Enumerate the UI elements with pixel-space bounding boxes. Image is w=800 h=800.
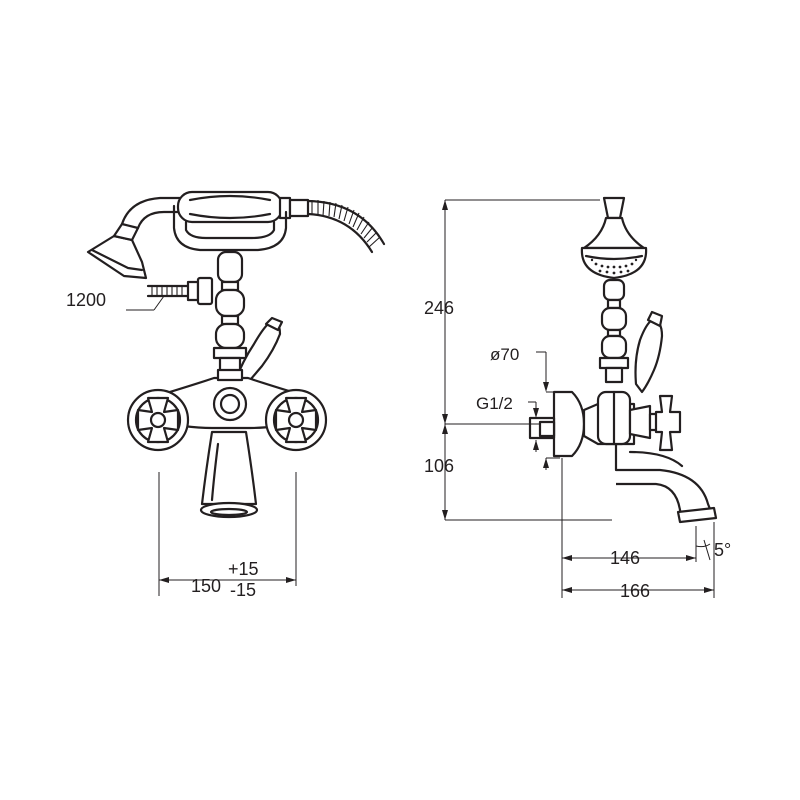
side-standpipe — [598, 278, 630, 384]
projection-dimensions — [561, 458, 715, 598]
handset — [176, 190, 310, 224]
spacing-tol-plus-label: +15 — [228, 559, 259, 579]
side-body — [528, 390, 652, 458]
right-cross-handle — [264, 388, 328, 452]
height-total-label: 246 — [424, 298, 454, 318]
side-lever — [634, 310, 664, 394]
hose-length-label: 1200 — [66, 290, 106, 310]
side-view: 246 106 ø70 G1/2 — [424, 196, 731, 601]
diverter-lever — [232, 316, 284, 392]
spacing-nominal-label: 150 — [191, 576, 221, 596]
side-spout — [614, 444, 718, 524]
thread-label: G1/2 — [476, 394, 513, 413]
cradle — [172, 204, 288, 252]
spout-angle-label: 5° — [714, 540, 731, 560]
flange-diameter-label: ø70 — [490, 345, 519, 364]
flange-callouts — [528, 351, 560, 470]
side-cross-handle — [648, 394, 682, 452]
height-dimensions — [442, 199, 612, 521]
height-spout-label: 106 — [424, 456, 454, 476]
projection-outer-label: 166 — [620, 581, 650, 601]
standpipe — [212, 250, 248, 374]
side-shower-head — [580, 196, 648, 280]
shower-head — [86, 196, 184, 280]
front-spout — [199, 430, 259, 519]
front-view: 150 +15 -15 1200 — [66, 190, 386, 600]
hose-outlet — [146, 276, 214, 306]
spacing-dimension — [158, 472, 297, 596]
hose-length-leader — [126, 295, 165, 311]
projection-inner-label: 146 — [610, 548, 640, 568]
coiled-hose — [306, 199, 386, 254]
left-cross-handle — [126, 388, 190, 452]
spacing-tol-minus-label: -15 — [230, 580, 256, 600]
